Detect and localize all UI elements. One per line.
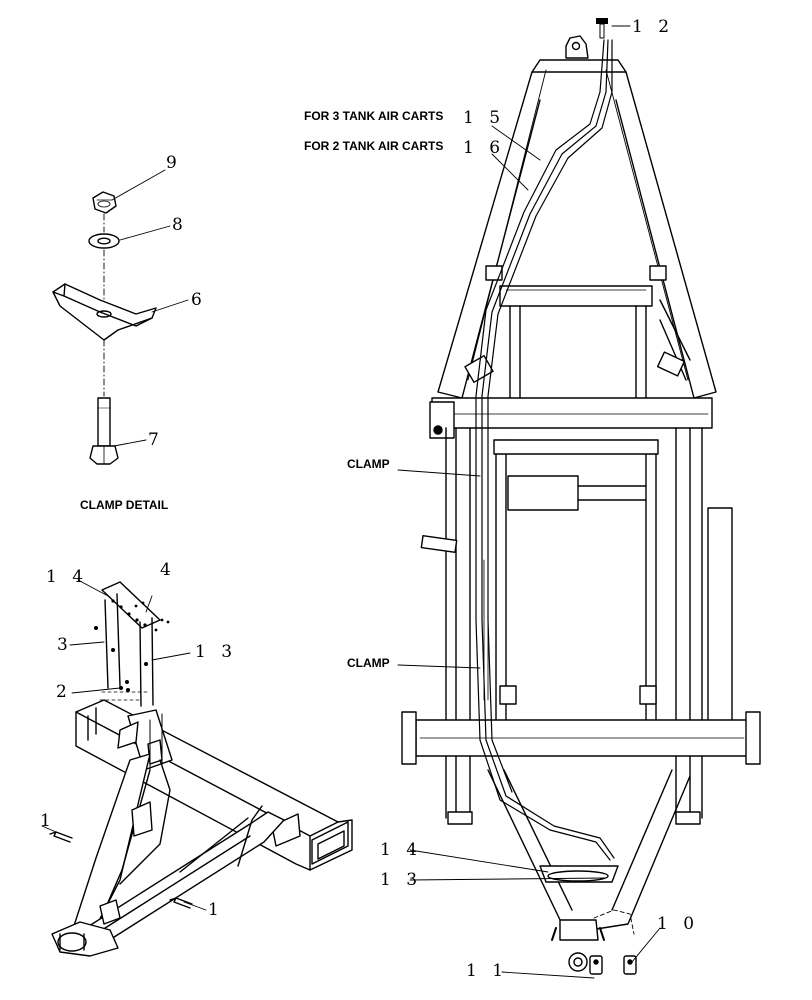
callout-12: 1 2 — [632, 17, 675, 37]
leader-6 — [151, 299, 189, 313]
caption-for-3-tank: FOR 3 TANK AIR CARTS — [304, 109, 444, 123]
callout-9: 9 — [166, 153, 182, 173]
leader-1-right — [183, 901, 207, 911]
hitch-pin-right — [169, 897, 193, 909]
callout-16: 1 6 — [463, 138, 506, 158]
caption-clamp-lower: CLAMP — [347, 656, 390, 670]
callout-1-right: 1 — [208, 900, 224, 920]
leader-11 — [501, 971, 595, 979]
leader-9 — [111, 169, 166, 201]
leader-14-left — [77, 579, 111, 598]
leader-10 — [631, 927, 661, 963]
callout-6: 6 — [191, 290, 207, 310]
callout-3: 3 — [57, 635, 73, 655]
leader-3 — [69, 641, 105, 646]
callout-13-left: 1 3 — [195, 642, 238, 662]
caption-clamp-upper: CLAMP — [347, 457, 390, 471]
caption-clamp-detail: CLAMP DETAIL — [80, 498, 169, 512]
caption-for-2-tank: FOR 2 TANK AIR CARTS — [304, 139, 444, 153]
clamp-detail-assembly — [52, 191, 157, 465]
leader-8 — [119, 225, 171, 241]
main-frame-top-view — [401, 18, 761, 975]
leader-15 — [491, 125, 541, 161]
leader-14-right — [409, 849, 549, 873]
hitch-isometric-view — [49, 581, 353, 957]
leader-16 — [491, 153, 529, 191]
leader-clamp-lower — [397, 664, 481, 669]
callout-14-left: 1 4 — [46, 567, 89, 587]
clamp-plate — [52, 283, 157, 341]
leader-lines — [41, 25, 661, 979]
callout-15: 1 5 — [463, 108, 506, 128]
hitch-pin-left — [49, 831, 73, 843]
leader-13-right — [409, 877, 607, 881]
hex-bolt — [89, 397, 119, 465]
leader-clamp-upper — [397, 469, 481, 477]
callout-1-left: 1 — [40, 811, 56, 831]
leader-1-left — [41, 825, 57, 833]
callout-4: 4 — [160, 560, 176, 580]
callout-8: 8 — [172, 215, 188, 235]
callout-13-right: 1 3 — [380, 870, 423, 890]
leader-7 — [113, 439, 147, 447]
callout-11: 1 1 — [466, 961, 509, 981]
callout-14-right: 1 4 — [380, 840, 423, 860]
flat-washer — [88, 233, 120, 249]
leader-2 — [71, 687, 121, 694]
hex-nut — [92, 191, 117, 214]
callout-10: 1 0 — [657, 914, 700, 934]
callout-7: 7 — [148, 430, 164, 450]
leader-4 — [145, 595, 153, 613]
callout-2: 2 — [56, 682, 72, 702]
leader-13-left — [151, 652, 191, 661]
